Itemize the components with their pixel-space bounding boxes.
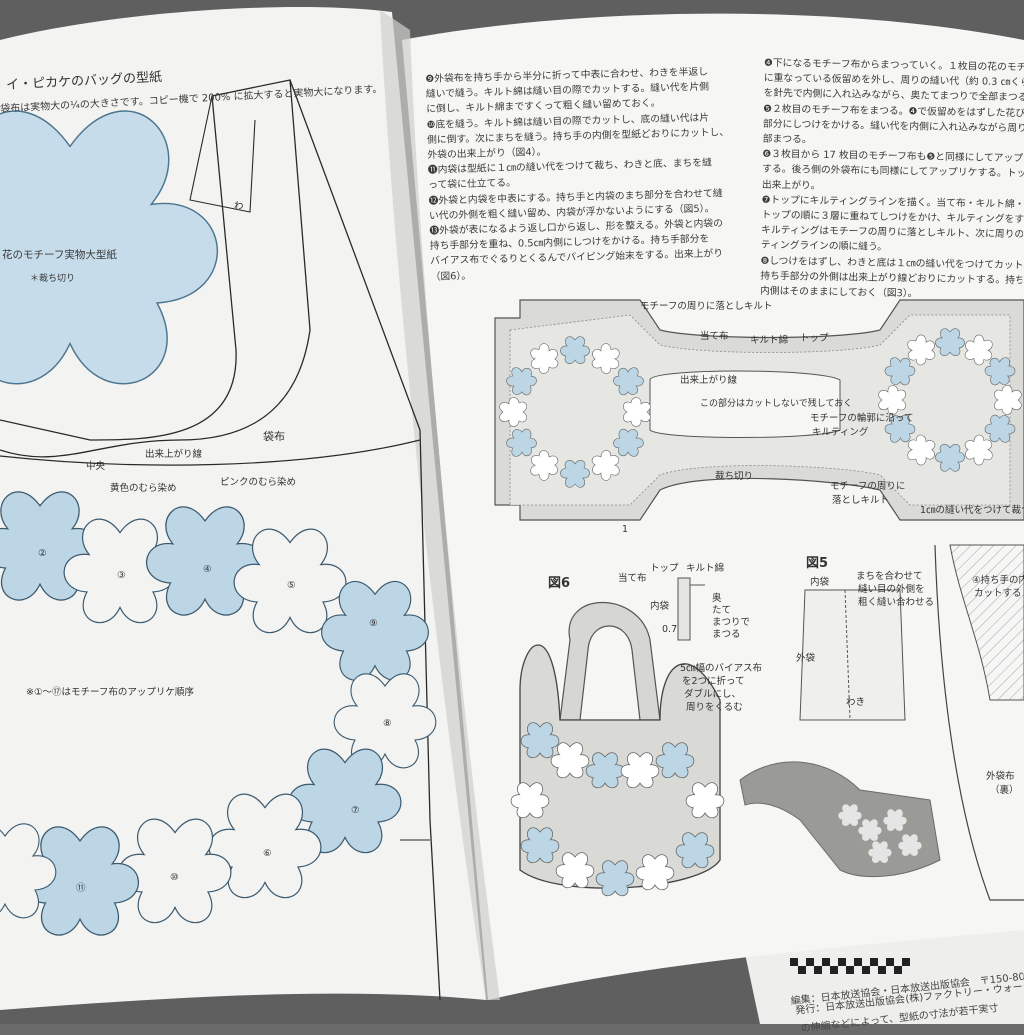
d3-finish-line: 出来上がり線 [680, 375, 738, 386]
fig6-inner: 内袋 [650, 601, 670, 612]
motif-pattern-label: 花のモチーフ実物大型紙 [2, 249, 117, 261]
d3-backing: 当て布 [700, 331, 729, 342]
d3-outline-quilt: モチーフの輪郭に沿って [810, 413, 914, 424]
d3-cut-edge: 裁ち切り [715, 471, 754, 482]
motif-number: ⑨ [369, 618, 378, 629]
fold-mark: わ [234, 201, 244, 212]
d3-leave-uncut: この部分はカットしないで残しておく [700, 399, 853, 409]
fig6-blind3: まつりで [712, 617, 751, 628]
fig5-note2: 縫い目の外側を [858, 584, 925, 595]
fig4-note1: ④持ち手の内 [972, 575, 1024, 586]
bag-cloth-label: 袋布 [263, 430, 285, 443]
fig6-top: トップ [650, 563, 679, 574]
fig6-blind4: まつる [712, 629, 741, 640]
fig4-note2: カットする [974, 588, 1022, 599]
pink-dye-label: ピンクのむら染め [220, 477, 297, 488]
motif-number: ⑩ [170, 872, 179, 883]
fig5-outer: 外袋 [796, 653, 816, 664]
fig6-bias2: を2つに折って [682, 676, 745, 687]
cut-note: ＊裁ち切り [30, 274, 76, 284]
fig4-outer-cloth: 外袋布 [986, 771, 1015, 782]
fig6-measure: 0.7 [662, 624, 678, 635]
d3-drop-quilt2b: 落としキルト [832, 495, 890, 506]
d3-quilting: キルティング [812, 427, 869, 438]
motif-number: ⑧ [383, 718, 392, 729]
instructions-col2: ❹下になるモチーフ布からまつっていく。１枚目の花のモチーフ に重なっている仮留め… [760, 56, 1024, 304]
fig6-bias4: 周りをくるむ [686, 702, 743, 713]
fig6-blind2: たて [712, 605, 732, 616]
finish-line-label: 出来上がり線 [145, 449, 203, 460]
instructions-col1: ❾外袋布を持ち手から半分に折って中表に合わせ、わきを半返し 縫いで縫う。キルト綿… [425, 64, 733, 285]
d3-seam-allowance: 1㎝の縫い代をつけて裁つ [920, 505, 1024, 516]
fig6-title: 図6 [548, 576, 571, 591]
motif-number: ⑦ [351, 805, 360, 816]
fig6-bias3: ダブルにし、 [684, 689, 742, 700]
d3-top: トップ [800, 333, 829, 344]
d3-one: 1 [622, 524, 629, 535]
motif-number: ⑤ [287, 580, 296, 591]
fig5-title: 図5 [806, 556, 829, 571]
fig5-side: わき [846, 697, 866, 708]
fig6-blind1: 奥 [712, 593, 722, 604]
d3-drop-quilt2a: モチーフの周りに [830, 481, 906, 492]
applique-note: ※①〜⑰はモチーフ布のアップリケ順序 [26, 687, 194, 698]
d3-drop-quilt: モチーフの周りに落としキルト [640, 301, 773, 312]
motif-number: ③ [117, 570, 126, 581]
d3-batting: キルト綿 [750, 335, 789, 346]
motif-number: ⑥ [263, 848, 272, 859]
fig4-reverse: （裏） [990, 785, 1019, 796]
fig6-backing: 当て布 [618, 573, 647, 584]
fig5-inner: 内袋 [810, 577, 830, 588]
fig6-bias1: 5㎝幅のバイアス布 [680, 663, 763, 674]
fig5-note1: まちを合わせて [856, 571, 923, 582]
fig6-batting: キルト綿 [686, 563, 725, 574]
motif-number: ④ [203, 564, 212, 575]
motif-number: ② [38, 548, 47, 559]
yellow-dye-label: 黄色のむら染め [110, 483, 177, 494]
fig5-note3: 粗く縫い合わせる [858, 597, 935, 608]
motif-number: ⑪ [76, 883, 86, 894]
center-label: 中央 [86, 461, 106, 472]
